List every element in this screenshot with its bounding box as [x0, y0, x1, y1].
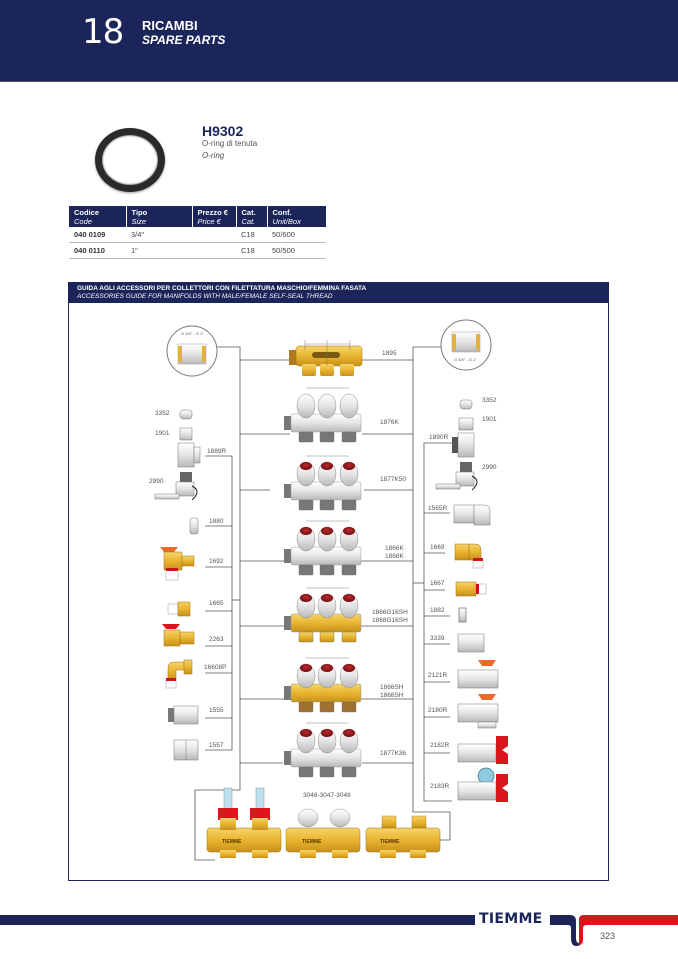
- accessory-label-1901-right: 1901: [482, 416, 497, 423]
- product-description-it: O-ring di tenuta: [202, 139, 258, 148]
- manifold-label-1866k: 1866K: [385, 545, 404, 552]
- left-accessories: [154, 409, 201, 761]
- cell-size: 3/4": [126, 227, 192, 243]
- orange-handle-icon: [160, 547, 178, 552]
- manifold-brand: TIEMME: [302, 839, 322, 845]
- thread-size-label-left: G 3/4" - G 1": [181, 331, 204, 336]
- manifold-1866k: [284, 520, 362, 576]
- cell-code: 040 0110: [69, 242, 126, 259]
- manifold-1895: [289, 340, 363, 376]
- accessory-label-1667: 1667: [430, 580, 445, 587]
- cell-code: 040 0109: [69, 227, 126, 243]
- cell-box: 50/600: [267, 227, 326, 243]
- manifold-label-1895: 1895: [382, 350, 397, 357]
- accessory-label-1889r: 1889R: [207, 448, 226, 455]
- accessory-label-2990: 2990: [149, 478, 164, 485]
- connector-lines: [194, 346, 452, 861]
- footer-pipe-graphic: [550, 915, 678, 946]
- guide-title-en: ACCESSORIES GUIDE FOR MANIFOLDS WITH MAL…: [77, 293, 333, 300]
- accessory-label-1890r: 1890R: [429, 434, 448, 441]
- accessory-label-3352-right: 3352: [482, 397, 497, 404]
- column-header-box: Conf.Unit/Box: [267, 206, 326, 227]
- manifold-label-1866g16sh: 1866G16SH: [372, 609, 408, 616]
- column-header-price: Prezzo €Price €: [192, 206, 237, 227]
- page-number: 323: [600, 931, 616, 941]
- left-accessory-labels: 3352 1901 1889R 2990 1880 1692 1665 2263…: [149, 410, 226, 749]
- accessory-label-1880: 1880: [209, 518, 224, 525]
- cell-size: 1": [126, 242, 192, 259]
- nipple-icon: [189, 517, 199, 535]
- manifold-brand: TIEMME: [380, 839, 400, 845]
- accessory-label-2183r: 2183R: [430, 783, 449, 790]
- valve-body-icon: [177, 442, 195, 468]
- table-row: 040 0110 1" C18 50/500: [69, 242, 326, 259]
- accessory-label-2121r: 2121R: [428, 672, 447, 679]
- accessory-label-1665: 1665: [209, 600, 224, 607]
- adapter-icon: [179, 427, 193, 441]
- manifold-1876k: [284, 387, 362, 443]
- right-accessory-labels: 3352 1901 1890R 2990 1565R 1669 1667 188…: [428, 397, 497, 790]
- manifold-label-1868sh: 1868SH: [380, 692, 404, 699]
- accessory-label-1557: 1557: [209, 742, 224, 749]
- manifold-brand: TIEMME: [222, 839, 242, 845]
- manifold-1877k36: [284, 722, 362, 778]
- accessory-label-1555: 1555: [209, 707, 224, 714]
- thread-detail-right: G 3/4" - G 1": [440, 319, 492, 371]
- manifold-2way-plain: TIEMME: [365, 815, 441, 858]
- red-handle-icon: [162, 624, 180, 629]
- accessory-label-2180r: 2180R: [428, 707, 447, 714]
- accessory-label-1882: 1882: [430, 607, 445, 614]
- manifold-1866sh: [284, 657, 362, 713]
- cell-cat: C18: [236, 227, 267, 243]
- guide-title-it: GUIDA AGLI ACCESSORI PER COLLETTORI CON …: [77, 285, 367, 292]
- manifold-2way-flowmeter: TIEMME: [206, 787, 282, 858]
- drain-valve-icon: [180, 472, 192, 482]
- table-row: 040 0109 3/4" C18 50/600: [69, 227, 326, 243]
- manifold-label-1868k: 1868K: [385, 553, 404, 560]
- cell-price: [192, 242, 236, 259]
- chapter-subtitle: SPARE PARTS: [142, 33, 226, 47]
- o-ring-icon: [95, 128, 165, 192]
- cell-box: 50/500: [267, 242, 326, 259]
- accessory-label-1669: 1669: [430, 544, 445, 551]
- accessory-label-1565r: 1565R: [428, 505, 447, 512]
- manifold-label-1877k50: 1877K50: [380, 476, 406, 483]
- thread-size-label-right: G 3/4" - G 1": [454, 357, 477, 362]
- chapter-title: RICAMBI: [142, 18, 198, 33]
- accessory-label-2990-right: 2990: [482, 464, 497, 471]
- manifold-label-3046-3047-3048: 3046-3047-3048: [303, 792, 351, 799]
- accessory-label-2182r: 2182R: [430, 742, 449, 749]
- manifold-1877k50: [284, 455, 362, 511]
- cell-cat: C18: [236, 242, 267, 259]
- accessory-label-1901: 1901: [155, 430, 170, 437]
- manifold-label-1866sh: 1866SH: [380, 684, 404, 691]
- thread-detail-left: G 3/4" - G 1": [166, 325, 218, 377]
- accessories-guide-panel: GUIDA AGLI ACCESSORI PER COLLETTORI CON …: [68, 282, 609, 881]
- footer-brand-logo: TIEMME: [479, 911, 543, 927]
- accessory-label-3339: 3339: [430, 635, 445, 642]
- right-accessories: [435, 399, 508, 802]
- manifold-1866g16sh: [284, 587, 362, 643]
- guide-header: GUIDA AGLI ACCESSORI PER COLLETTORI CON …: [69, 283, 608, 303]
- product-code: H9302: [202, 123, 244, 139]
- cap-icon: [179, 409, 193, 420]
- column-header-cat: Cat.Cat.: [236, 206, 268, 227]
- accessory-label-1692: 1692: [209, 558, 224, 565]
- chapter-header: 18 RICAMBI SPARE PARTS: [0, 0, 678, 82]
- product-description-en: O-ring: [202, 151, 225, 160]
- accessory-label-16608p: 16608P: [204, 664, 226, 671]
- chapter-number: 18: [82, 12, 124, 52]
- manifold-label-1868g16sh: 1868G16SH: [372, 617, 408, 624]
- accessory-label-3352: 3352: [155, 410, 170, 417]
- manifold-2way-thermostatic: TIEMME: [285, 808, 361, 858]
- footer-bar: [0, 915, 475, 925]
- manifold-label-1877k36: 1877K36: [380, 750, 406, 757]
- manifold-label-1876k: 1876K: [380, 419, 399, 426]
- accessory-label-2263: 2263: [209, 636, 224, 643]
- cell-price: [192, 227, 236, 243]
